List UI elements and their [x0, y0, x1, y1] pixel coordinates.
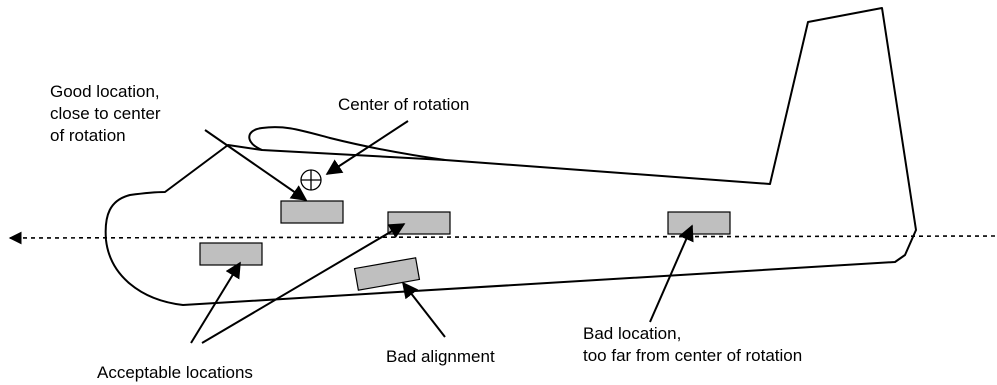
airplane-outline	[104, 7, 917, 306]
longitudinal-axis	[8, 231, 996, 245]
label-good-location-line1: Good location,	[50, 82, 160, 101]
sensor-good-location	[280, 200, 344, 224]
leader-center-of-rotation	[325, 120, 409, 175]
sensor-bad-location	[667, 211, 731, 235]
label-center-of-rotation: Center of rotation	[338, 95, 469, 114]
canopy	[248, 126, 446, 161]
label-good-location: Good location, close to center of rotati…	[50, 82, 165, 145]
label-good-location-line2: close to center	[50, 104, 161, 123]
label-bad-location: Bad location, too far from center of rot…	[583, 324, 802, 365]
label-bad-location-line1: Bad location,	[583, 324, 681, 343]
sensor-acceptable-lower	[199, 242, 263, 266]
leader-acceptable-to-lower	[190, 261, 241, 344]
label-good-location-line3: of rotation	[50, 126, 126, 145]
sensor-acceptable-upper	[387, 211, 451, 235]
leader-bad-alignment	[402, 281, 446, 338]
label-bad-alignment: Bad alignment	[386, 347, 495, 366]
sensor-bad-alignment	[353, 257, 421, 291]
leader-bad-location	[649, 224, 694, 323]
leader-good-location	[204, 129, 308, 201]
leader-acceptable-to-upper	[201, 223, 406, 344]
label-bad-location-line2: too far from center of rotation	[583, 346, 802, 365]
fuselage-and-tail	[104, 7, 917, 306]
circled-plus-icon	[300, 169, 322, 191]
label-acceptable-locations: Acceptable locations	[97, 363, 253, 382]
